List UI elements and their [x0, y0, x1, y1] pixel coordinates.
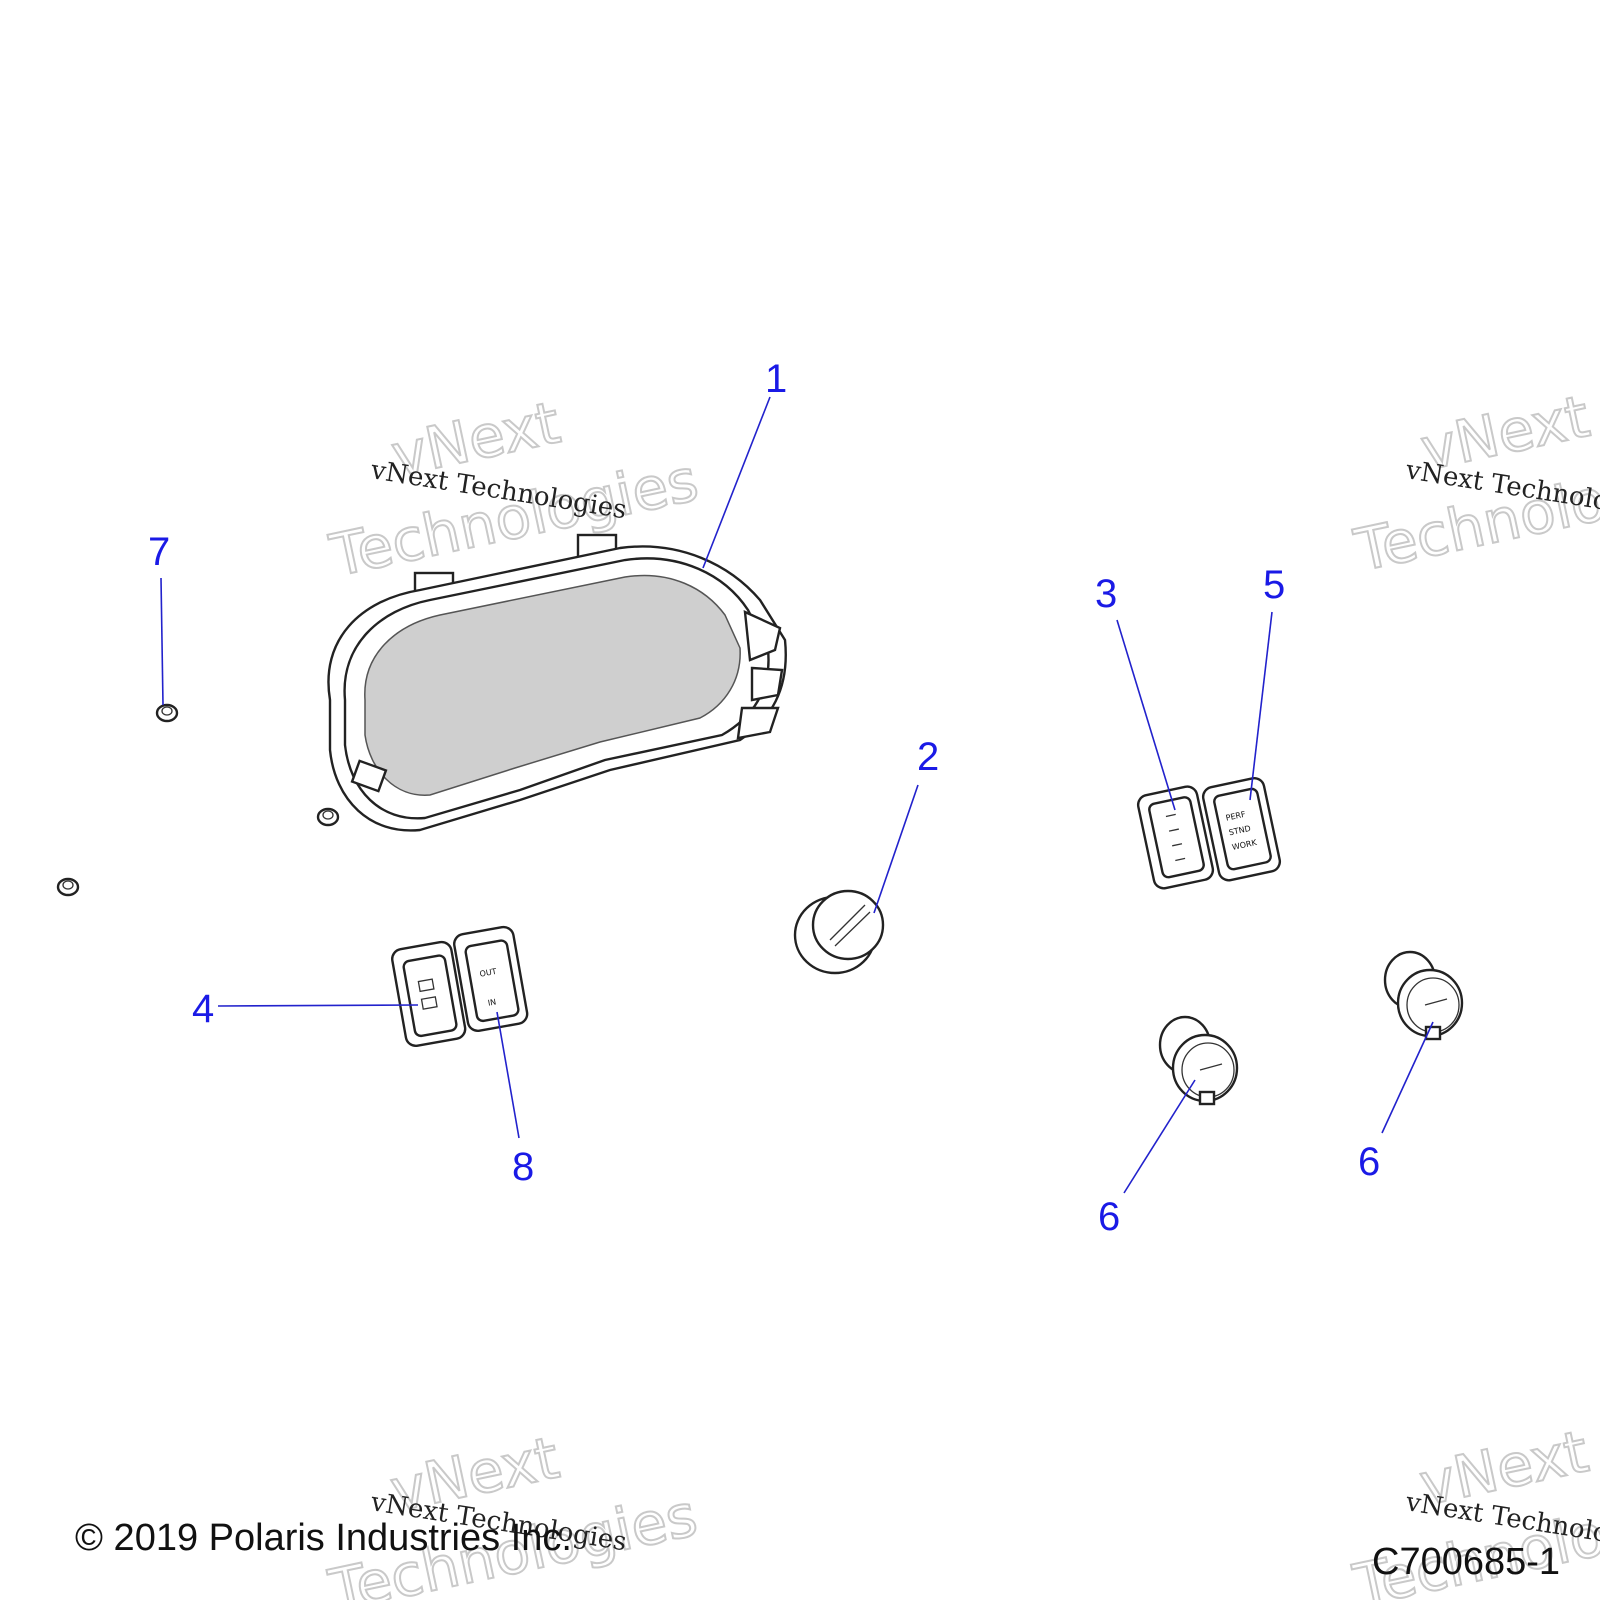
cluster-button-bottom — [736, 706, 780, 740]
switch-label-out: OUT — [479, 967, 497, 979]
switch-label-stnd: STND — [1228, 824, 1251, 837]
knob-face — [811, 889, 885, 961]
power-outlet-6a — [1158, 1015, 1239, 1106]
leader-7 — [160, 577, 164, 706]
leader-3 — [1116, 619, 1176, 811]
callout-7: 7 — [148, 530, 170, 574]
callout-1: 1 — [765, 357, 787, 401]
callout-3: 3 — [1095, 572, 1117, 616]
cluster-screen — [364, 574, 741, 796]
cluster-button-top — [743, 610, 782, 662]
watermark-bottom-left: vNext Technologies — [322, 1422, 704, 1600]
headlight-icon — [417, 978, 435, 993]
leader-2 — [873, 784, 919, 914]
leader-lines — [160, 396, 1434, 1194]
knob-grip-line — [829, 904, 866, 941]
switch-rocker — [1148, 796, 1205, 879]
leader-5 — [1249, 611, 1273, 801]
leader-1 — [702, 396, 771, 569]
switch-rocker — [1213, 787, 1272, 871]
switch-rocker — [402, 954, 458, 1038]
switch-label-perf: PERF — [1225, 810, 1247, 823]
leader-4 — [217, 1004, 419, 1007]
callout-labels: 1 2 3 4 5 6 6 7 8 — [148, 357, 1380, 1239]
switch-label-in: IN — [487, 997, 497, 1007]
rocker-switch-4 — [391, 940, 467, 1048]
callout-4: 4 — [192, 987, 214, 1031]
callout-6-left: 6 — [1098, 1195, 1120, 1239]
power-outlet-6b — [1383, 950, 1464, 1041]
copyright-text: © 2019 Polaris Industries Inc. — [75, 1517, 572, 1559]
rocker-switch-5: PERF STND WORK — [1201, 776, 1282, 882]
cluster-button-middle — [750, 666, 784, 702]
outlet-cap-tab — [1198, 1090, 1216, 1106]
callout-6-right: 6 — [1358, 1140, 1380, 1184]
figure-code: C700685-1 — [1372, 1541, 1560, 1583]
rocker-switch-8: OUT IN — [453, 925, 529, 1033]
rotary-knob — [793, 889, 885, 975]
leader-6a — [1123, 1079, 1196, 1194]
callout-8: 8 — [512, 1145, 534, 1189]
rocker-switch-3 — [1136, 785, 1215, 890]
callout-5: 5 — [1263, 563, 1285, 607]
cluster-connector — [350, 759, 388, 793]
instrument-cluster — [327, 533, 787, 832]
leader-8 — [496, 1011, 520, 1139]
plug-7-group — [56, 703, 340, 897]
callout-2: 2 — [917, 735, 939, 779]
leader-6b — [1381, 1021, 1434, 1134]
